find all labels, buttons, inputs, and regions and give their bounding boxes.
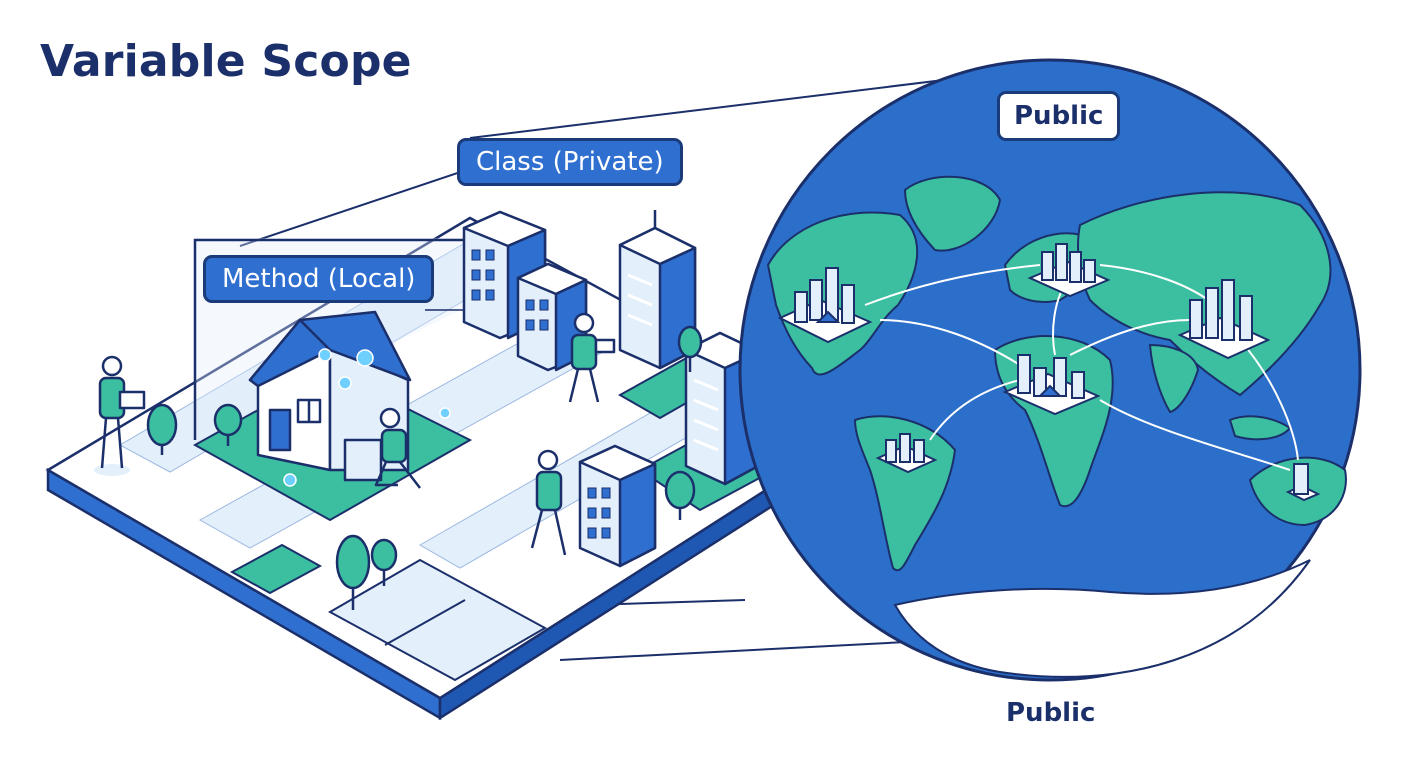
person-icon (94, 312, 616, 556)
building-windows (471, 249, 611, 539)
city-icon (777, 243, 1321, 502)
globe-icon (738, 58, 1362, 682)
sparkle-icon (283, 348, 451, 487)
building-stripes (627, 273, 719, 452)
public-bottom-label: Public (1006, 698, 1096, 728)
page-title: Variable Scope (40, 36, 412, 87)
method-local-label: Method (Local) (203, 255, 435, 303)
tree-icon (146, 325, 800, 610)
class-private-label: Class (Private) (457, 138, 683, 186)
public-globe-label: Public (997, 91, 1121, 141)
